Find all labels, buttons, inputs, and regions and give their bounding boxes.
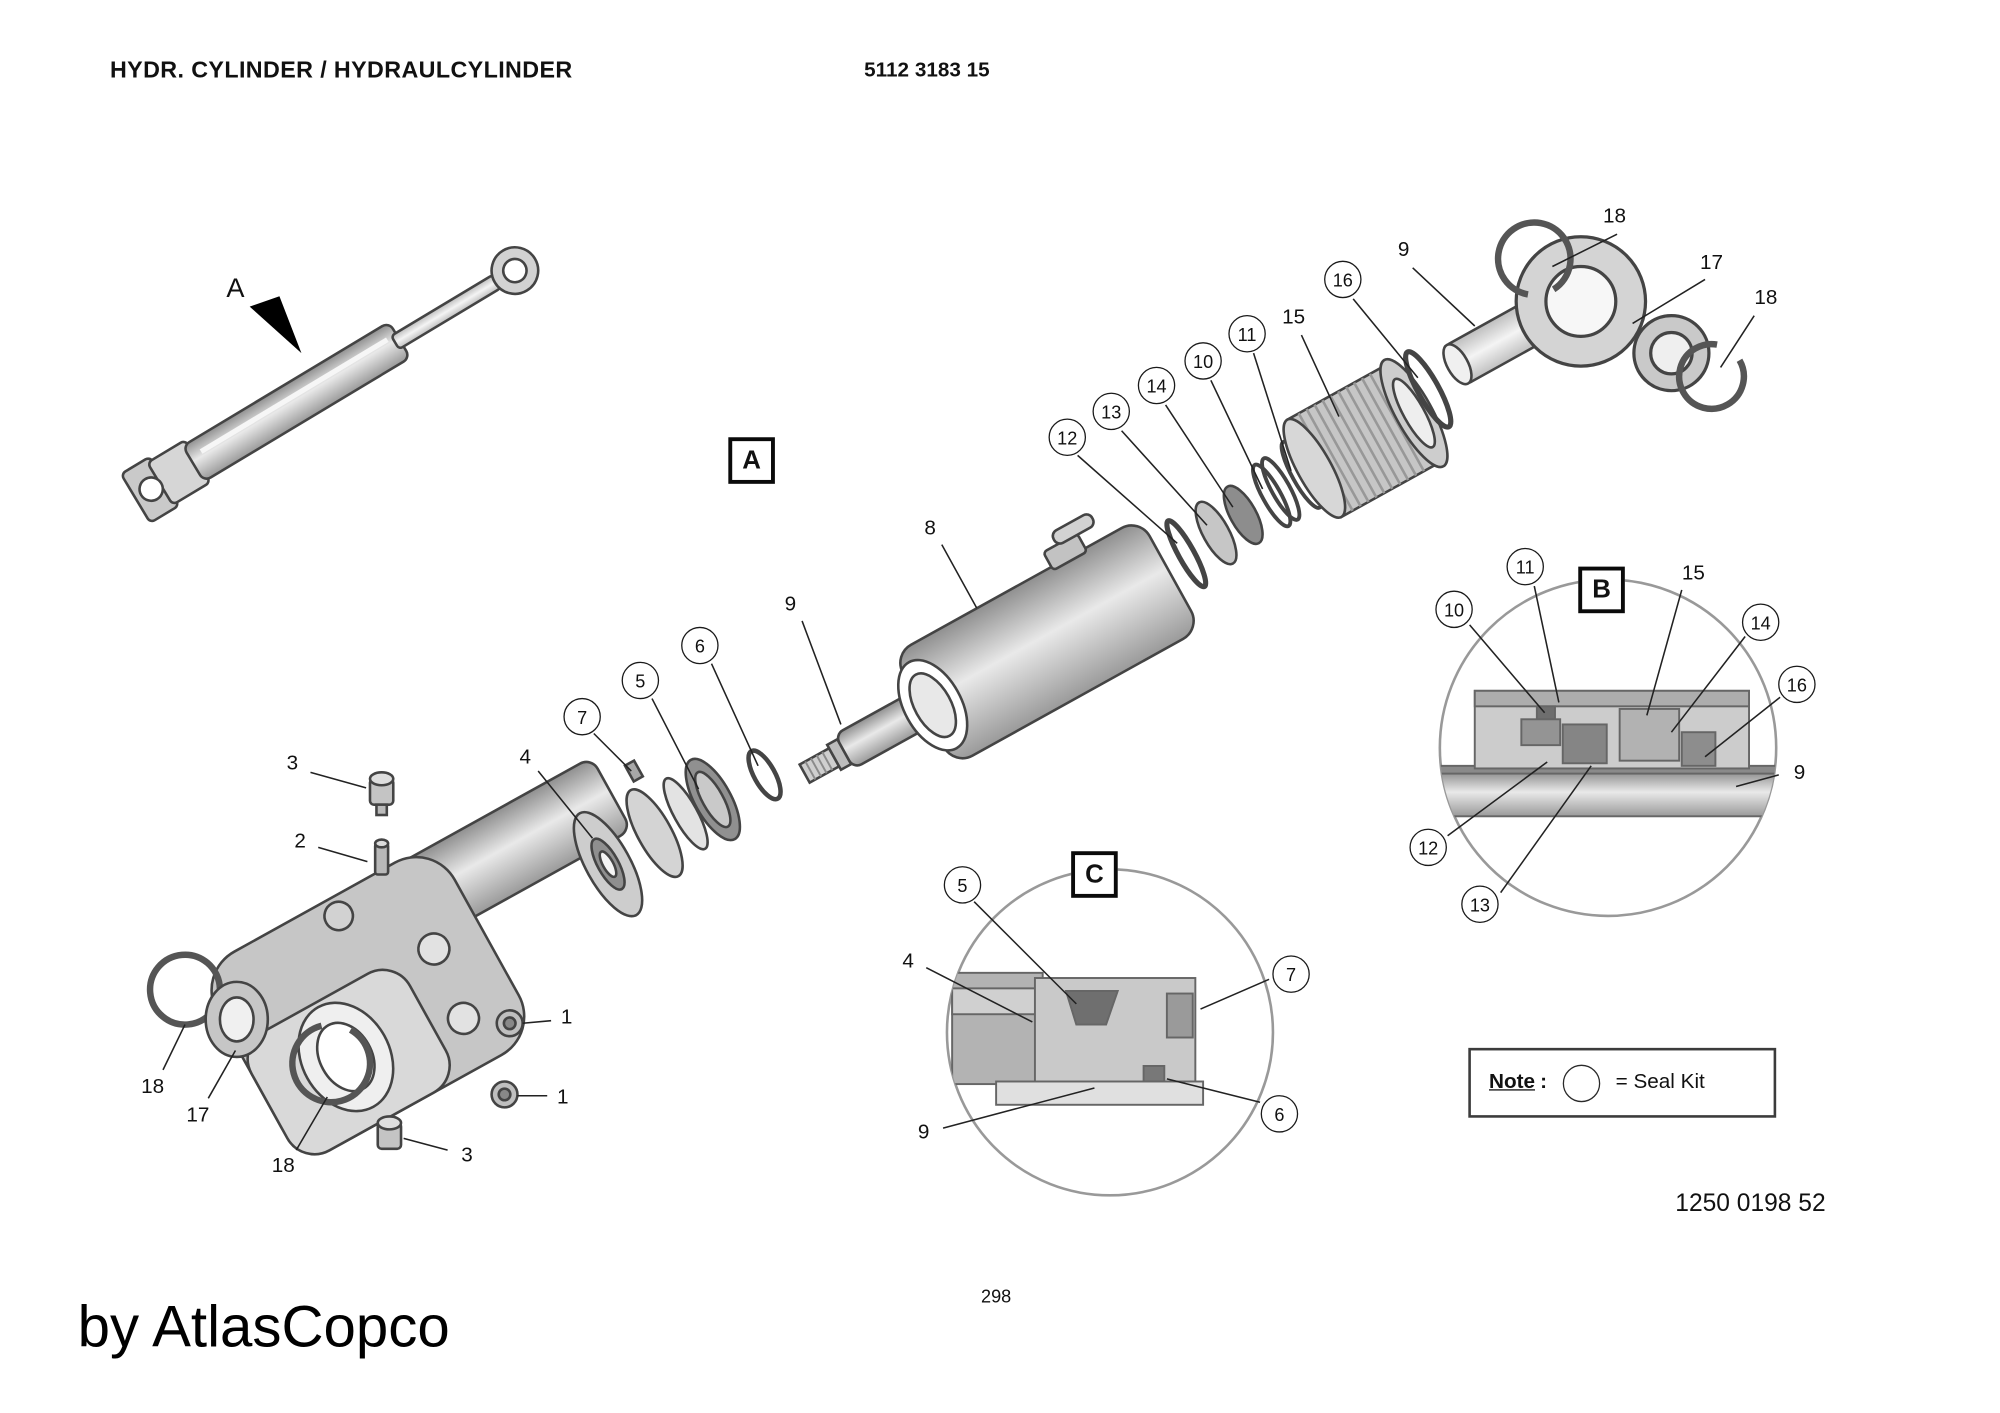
item-label-3: 3	[286, 752, 299, 775]
seal-callout-7: 7	[563, 697, 601, 736]
seal-callout-16: 16	[1324, 260, 1362, 299]
item-label-18-clevis-a: 18	[141, 1076, 165, 1099]
rod-eye-assembly	[1494, 219, 1748, 413]
item-label-8: 8	[924, 517, 936, 540]
drawing-number: 1250 0198 52	[1675, 1190, 1826, 1218]
item-label-1-a: 1	[560, 1006, 573, 1029]
item-label-18-left: 18	[1602, 205, 1626, 228]
gland-head	[1282, 357, 1449, 519]
detail-b-callout-13: 13	[1461, 885, 1499, 924]
detail-c-label-9: 9	[917, 1121, 930, 1144]
item-label-4: 4	[519, 746, 531, 769]
seal-callout-6: 6	[681, 626, 719, 665]
seal-kit-circle-icon	[1562, 1064, 1601, 1102]
section-box-c: C	[1071, 851, 1118, 898]
detail-b-callout-16: 16	[1778, 665, 1816, 704]
item-label-9-rod: 9	[784, 593, 797, 616]
page-number: 298	[981, 1285, 1012, 1307]
item-label-17-clevis: 17	[186, 1104, 210, 1127]
seal-kit-legend: = Seal Kit	[1615, 1071, 1705, 1094]
seal-callout-11: 11	[1228, 315, 1266, 353]
item-label-17: 17	[1700, 252, 1724, 275]
o-ring-16	[1403, 349, 1454, 430]
item-label-1-b: 1	[556, 1086, 569, 1109]
clevis-assembly	[146, 760, 629, 1156]
detail-c-label-4: 4	[902, 950, 914, 973]
item-label-9-top: 9	[1397, 239, 1410, 262]
pointer-arrow-a	[249, 296, 302, 354]
seal-callout-14: 14	[1137, 366, 1176, 405]
detail-b-label-15: 15	[1681, 562, 1705, 585]
detail-view-c	[945, 868, 1275, 1197]
seal-callout-5: 5	[621, 661, 660, 700]
section-box-a: A	[728, 437, 775, 484]
detail-b-label-9: 9	[1793, 761, 1806, 784]
item-label-15: 15	[1282, 306, 1306, 329]
note-label: Note	[1489, 1071, 1536, 1094]
item-label-2: 2	[294, 830, 306, 853]
assembled-cylinder-view	[121, 245, 540, 523]
item-label-3-clevis: 3	[461, 1144, 473, 1167]
detail-b-callout-14: 14	[1741, 603, 1780, 642]
page-title: HYDR. CYLINDER / HYDRAULCYLINDER	[109, 56, 573, 83]
seal-kit-note-box: Note : = Seal Kit	[1468, 1047, 1777, 1118]
seal-callout-10: 10	[1184, 342, 1222, 380]
seal-callout-13: 13	[1092, 392, 1131, 431]
note-colon: :	[1540, 1071, 1548, 1094]
brand-watermark: by AtlasCopco	[77, 1293, 450, 1360]
cylinder-tube	[896, 513, 1195, 760]
item-label-18-clevis-b: 18	[271, 1155, 295, 1178]
item-label-18-right: 18	[1754, 287, 1778, 310]
piston-parts	[572, 748, 783, 918]
detail-c-callout-5: 5	[943, 866, 982, 904]
leader-lines	[162, 233, 1781, 1151]
detail-view-b	[1438, 578, 1778, 918]
detail-b-callout-10: 10	[1435, 590, 1473, 629]
part-number: 5112 3183 15	[864, 59, 990, 82]
detail-c-callout-6: 6	[1260, 1095, 1299, 1133]
seal-callout-12: 12	[1048, 418, 1087, 457]
section-box-b: B	[1578, 566, 1625, 614]
detail-b-callout-11: 11	[1506, 547, 1544, 586]
detail-b-callout-12: 12	[1409, 828, 1447, 867]
detail-c-callout-7: 7	[1272, 955, 1310, 993]
assembled-view-label: A	[226, 273, 245, 304]
